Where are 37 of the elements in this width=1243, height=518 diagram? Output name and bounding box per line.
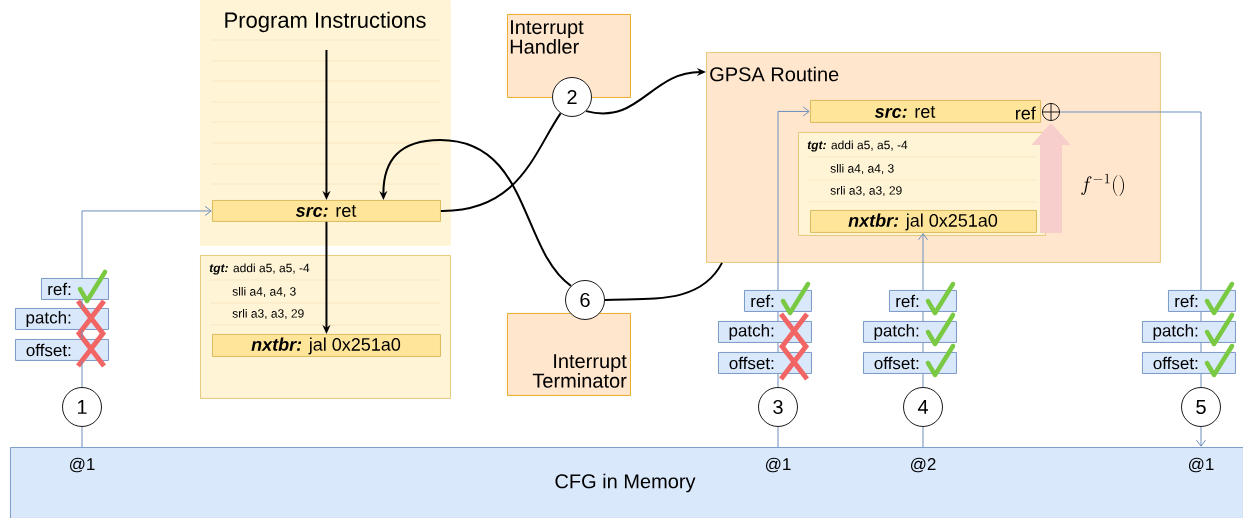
connector-line [1200, 373, 1202, 388]
status-field: offset: [863, 352, 957, 374]
arrow [1196, 426, 1206, 447]
connector-line [81, 299, 83, 309]
oplus-symbol [1042, 103, 1060, 121]
status-field: patch: [863, 321, 957, 343]
connector-line [777, 342, 779, 353]
formula-label: $f^{-1}()$ [1081, 173, 1124, 196]
status-field: patch: [1142, 321, 1236, 343]
arrow [81, 205, 212, 279]
instruction-bar: src: ret [212, 200, 441, 222]
connector-line [81, 360, 83, 388]
connector-line [1059, 111, 1202, 291]
instruction-bar: nxtbr: jal 0x251a0 [810, 210, 1037, 233]
status-field: offset: [1142, 352, 1236, 374]
process-box: Interrupt Terminator [507, 313, 631, 396]
connector-line [81, 329, 83, 340]
connector-line [922, 426, 924, 448]
connector-line [1200, 342, 1202, 353]
instruction-bar: src: ret ref [810, 100, 1041, 123]
address-label: @1 [70, 457, 95, 473]
address-label: @1 [766, 457, 791, 473]
connector-line [777, 426, 779, 448]
connector-line [81, 426, 83, 448]
arrow [918, 233, 928, 291]
connector-line [603, 261, 723, 301]
instruction-bar: nxtbr: jal 0x251a0 [212, 334, 441, 357]
connector-line [1200, 311, 1202, 322]
address-label: @1 [1189, 457, 1214, 473]
connector-line [777, 373, 779, 388]
address-label: @2 [911, 457, 936, 473]
arrow [777, 106, 810, 291]
connector-line [439, 112, 562, 212]
connector-line [922, 373, 924, 388]
connector-line [922, 311, 924, 322]
connector-line [922, 342, 924, 353]
connector-line [777, 311, 779, 322]
